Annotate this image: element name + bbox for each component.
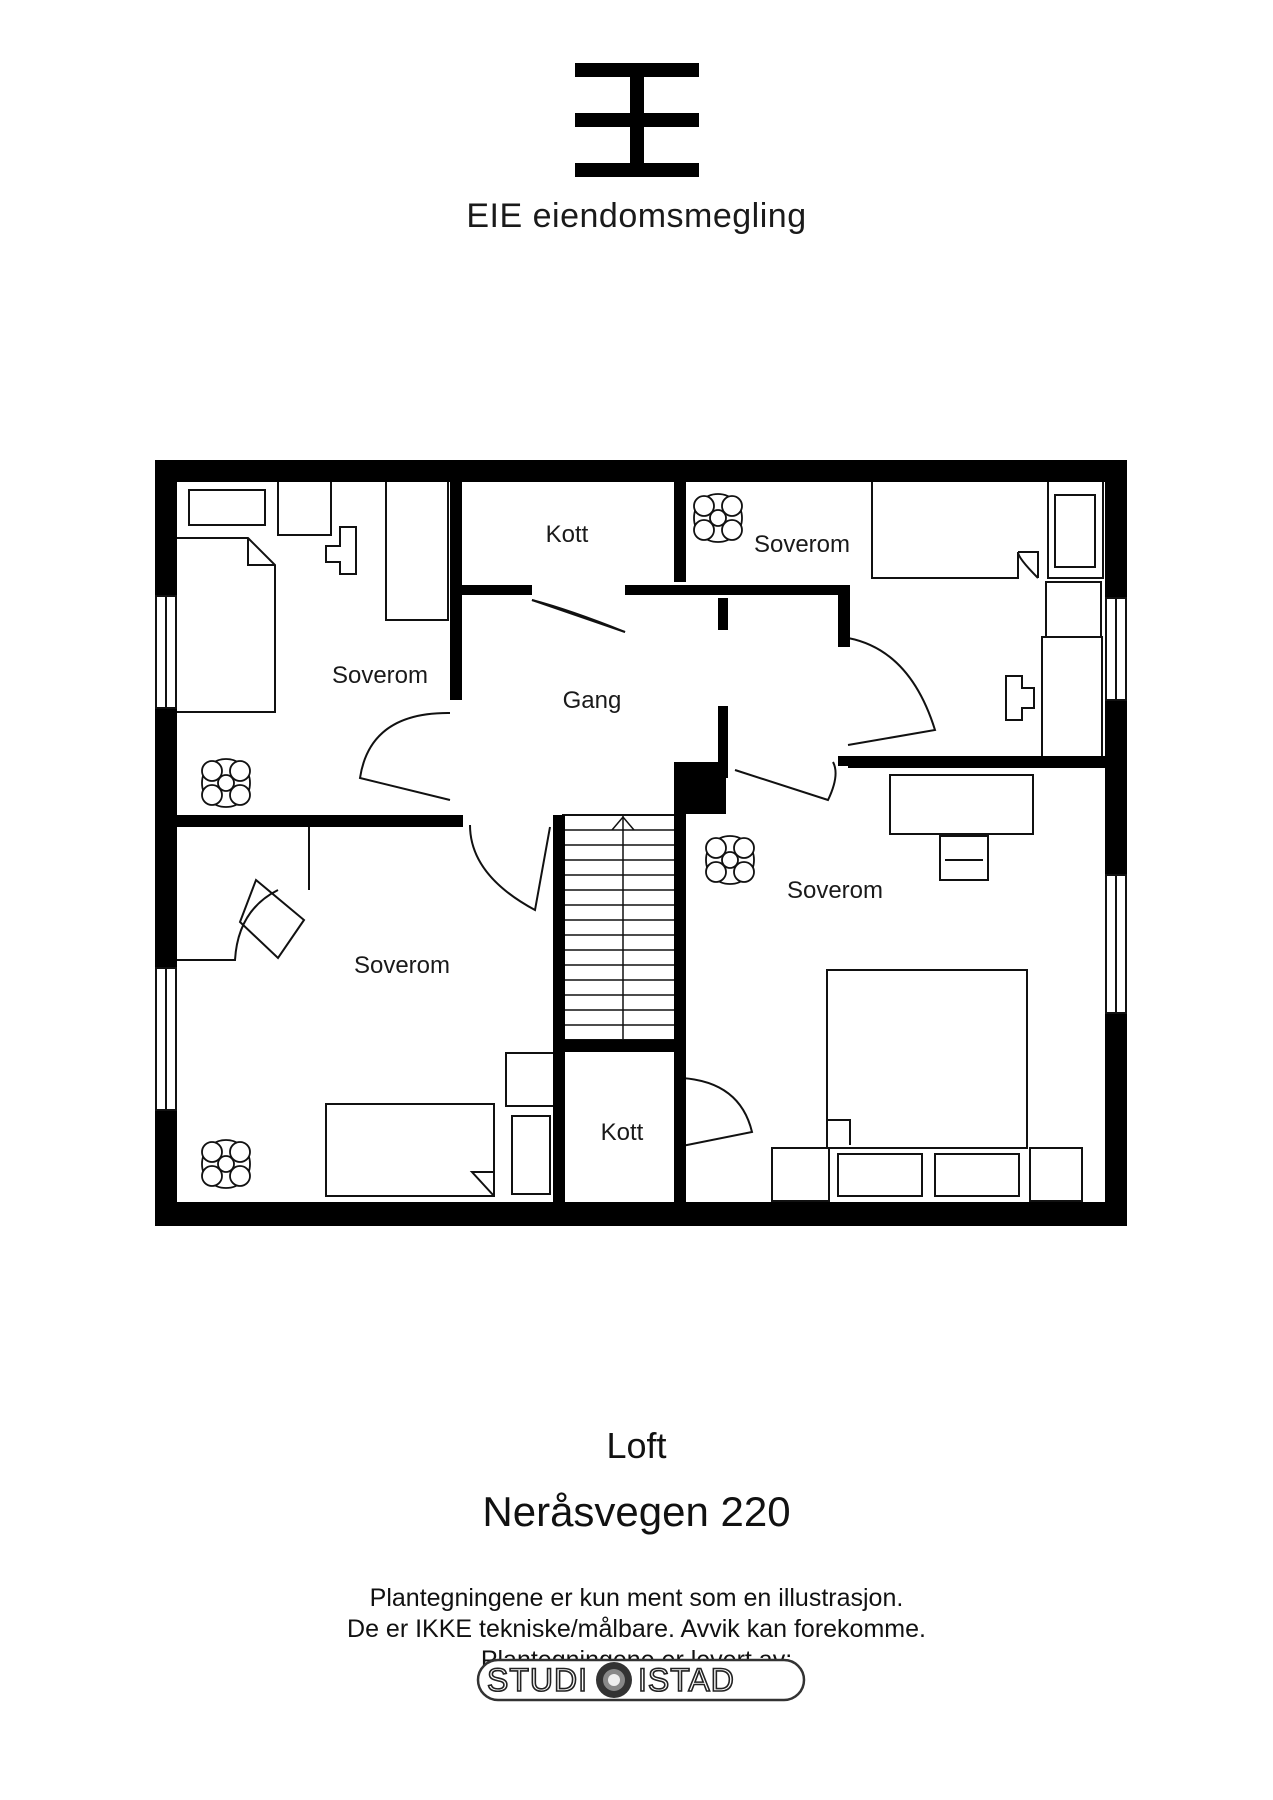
- stair-steps: [563, 815, 675, 1040]
- wall: [848, 756, 1108, 768]
- desk: [889, 774, 1034, 835]
- desk: [1041, 636, 1103, 761]
- wall: [674, 762, 686, 1202]
- wall: [838, 585, 850, 647]
- door-arc-left-bedroom: [358, 711, 451, 801]
- disclaimer: Plantegningene er kun ment som en illust…: [0, 1583, 1273, 1676]
- radiator: [1054, 494, 1096, 568]
- radiator: [188, 489, 266, 526]
- door-arc-top-right-bedroom: [847, 637, 937, 746]
- floor-name: Loft: [606, 1425, 667, 1466]
- outer-wall-left: [155, 1110, 177, 1226]
- eie-logo: [0, 60, 1273, 180]
- desk-chair: [1005, 675, 1035, 721]
- desk-chair: [939, 835, 989, 881]
- wall: [177, 815, 463, 827]
- bed-pillow-fold: [1018, 551, 1039, 578]
- wall: [718, 598, 728, 630]
- outer-wall-right: [1105, 700, 1127, 875]
- windows: [155, 595, 1127, 1111]
- property-address: Neråsvegen 220: [482, 1488, 791, 1535]
- nightstand: [771, 1147, 830, 1202]
- outer-wall-left: [155, 708, 177, 968]
- room-label-bedroom-top-left: Soverom: [332, 662, 428, 689]
- bed-pillow-fold: [469, 1171, 495, 1197]
- staircase: [562, 814, 676, 1041]
- room-label-hallway: Gang: [563, 687, 622, 714]
- plant-icon: [693, 493, 743, 543]
- outer-wall-left: [155, 460, 177, 596]
- wall: [838, 756, 850, 766]
- plant-icon: [201, 1139, 251, 1189]
- single-bed: [325, 1103, 495, 1197]
- walls: [155, 460, 1127, 1226]
- pillow: [837, 1153, 923, 1197]
- plants: [201, 493, 755, 1189]
- wall: [450, 460, 462, 700]
- studio-istad-logo: STUDI ISTAD: [476, 1658, 806, 1702]
- door-arc-closet: [681, 1077, 754, 1147]
- bed-pillow-fold: [827, 1119, 851, 1145]
- pillow: [934, 1153, 1020, 1197]
- camera-lens-icon: [596, 1662, 632, 1698]
- wall: [565, 1040, 685, 1052]
- double-bed: [826, 969, 1028, 1149]
- nightstand: [277, 479, 332, 536]
- outer-wall-bottom: [155, 1202, 1127, 1226]
- plant-icon: [705, 835, 755, 885]
- nightstand: [1029, 1147, 1083, 1202]
- disclaimer-line: Plantegningene er kun ment som en illust…: [369, 1584, 904, 1612]
- room-label-bedroom-top-right: Soverom: [754, 531, 850, 558]
- door-arc-bottom-right-bedroom: [734, 761, 837, 802]
- studio-logo-text-left: STUDI: [487, 1662, 588, 1698]
- desk-chair: [238, 878, 306, 960]
- single-bed: [871, 480, 1039, 579]
- corner-desk: [177, 889, 279, 961]
- outer-wall-right: [1105, 1013, 1127, 1226]
- desk-chair: [325, 526, 357, 575]
- wall: [462, 585, 532, 595]
- doors: [358, 599, 937, 1147]
- outer-wall-top: [155, 460, 1127, 482]
- wall: [553, 815, 565, 1205]
- wall: [718, 706, 728, 778]
- eie-logo-icon: [574, 63, 699, 177]
- room-label-bedroom-bottom-right: Soverom: [787, 877, 883, 904]
- plant-icon: [201, 758, 251, 808]
- nightstand: [505, 1052, 559, 1107]
- studio-logo-text-right: ISTAD: [638, 1662, 735, 1698]
- wall: [625, 585, 850, 595]
- brand-name: EIE eiendomsmegling: [466, 197, 807, 235]
- room-label-closet-bottom: Kott: [601, 1119, 644, 1146]
- door-arc: [531, 599, 626, 633]
- bed-pillow-fold: [247, 538, 275, 566]
- room-label-closet-top: Kott: [546, 521, 589, 548]
- door-arc-lower: [469, 824, 551, 912]
- outer-wall-right: [1105, 460, 1127, 598]
- radiator: [511, 1115, 551, 1195]
- wall: [674, 460, 686, 582]
- nightstand: [1045, 581, 1102, 638]
- disclaimer-line: De er IKKE tekniske/målbare. Avvik kan f…: [347, 1615, 926, 1643]
- desk: [385, 479, 449, 621]
- room-label-bedroom-bottom-left: Soverom: [354, 952, 450, 979]
